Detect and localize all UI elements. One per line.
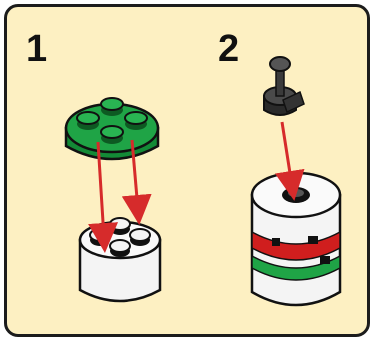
joystick-piece xyxy=(263,56,305,116)
red-stripe xyxy=(251,230,341,261)
step-2-number: 2 xyxy=(218,28,240,70)
step-1-number: 1 xyxy=(26,28,48,70)
striped-round-tower xyxy=(250,171,342,307)
step-1-arrows xyxy=(88,139,152,253)
green-round-plate xyxy=(64,97,160,161)
green-plate-studs xyxy=(76,97,148,144)
white-round-brick xyxy=(78,217,162,303)
green-stripe xyxy=(251,254,341,281)
step-2-arrow xyxy=(274,121,305,201)
